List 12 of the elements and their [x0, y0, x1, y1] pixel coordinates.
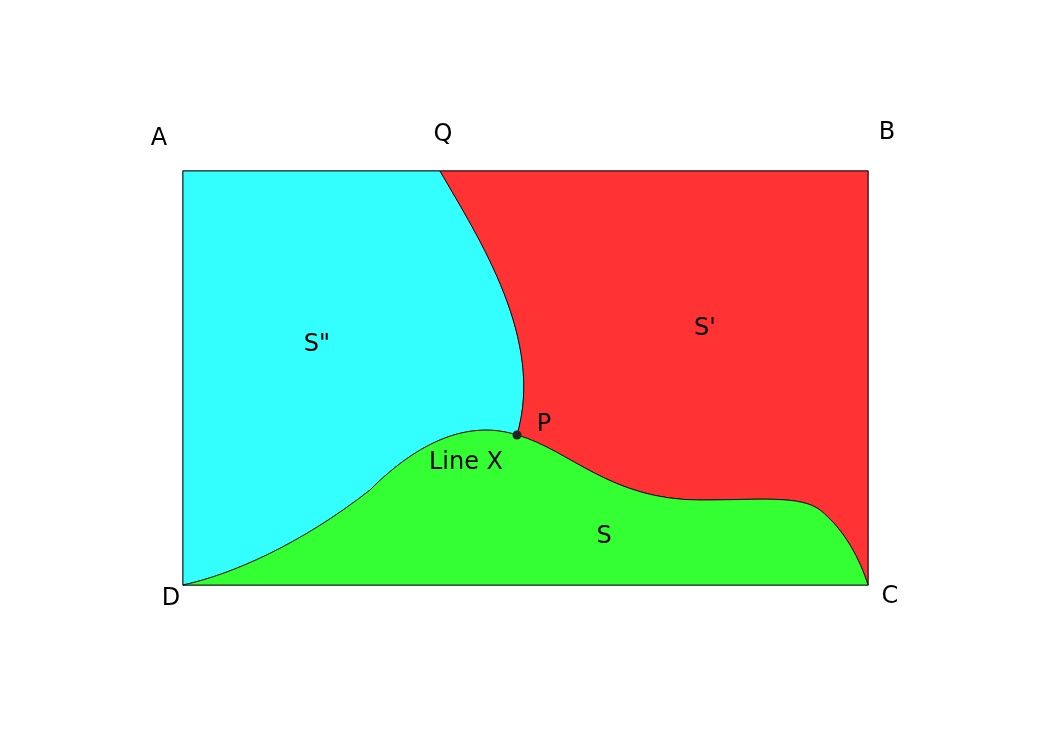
- region-label: S": [303, 329, 331, 357]
- region-label: S: [596, 521, 612, 549]
- corner-label: A: [150, 123, 168, 151]
- point-label: Q: [433, 119, 453, 147]
- line-label: Line X: [428, 447, 504, 475]
- point-label: P: [536, 409, 552, 437]
- corner-label: C: [881, 581, 899, 609]
- corner-label: B: [878, 117, 896, 145]
- region-label: S': [694, 313, 716, 341]
- corner-label: D: [161, 583, 181, 611]
- colored-region: [182, 429, 869, 586]
- colored-region: [182, 170, 525, 586]
